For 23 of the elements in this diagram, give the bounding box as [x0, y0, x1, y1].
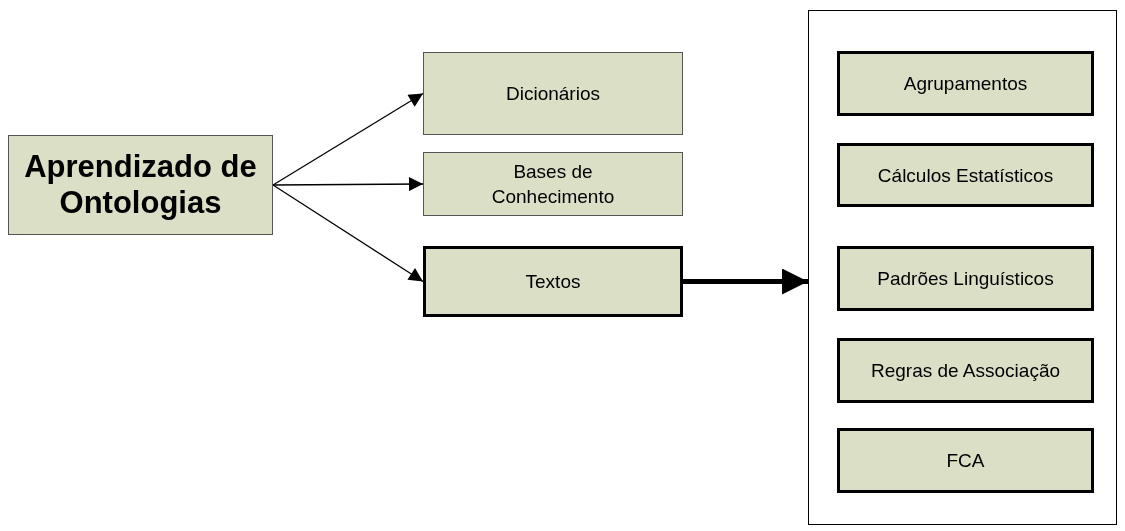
process-box — [423, 52, 683, 135]
box-label: Cálculos Estatísticos — [876, 163, 1055, 188]
box-label: Padrões Linguísticos — [876, 267, 1055, 291]
process-box — [423, 152, 683, 216]
process-box — [837, 428, 1094, 493]
process-box — [837, 338, 1094, 403]
box-label: Regras de Associação — [869, 359, 1062, 383]
arrow — [272, 177, 424, 192]
box-label: Dicionários — [505, 82, 601, 106]
process-box — [837, 143, 1094, 207]
group-frame — [808, 10, 1117, 525]
box-label: FCA — [945, 449, 986, 473]
arrow — [272, 92, 424, 186]
box-label: Textos — [524, 270, 582, 294]
process-box — [837, 51, 1094, 116]
arrow — [683, 268, 808, 295]
arrow — [272, 184, 424, 283]
box-label: Aprendizado de Ontologias — [23, 149, 258, 221]
process-box — [8, 135, 273, 235]
process-box — [423, 246, 683, 317]
box-label: Agrupamentos — [902, 72, 1029, 96]
box-label: Bases de Conhecimento — [490, 160, 616, 209]
process-box — [837, 246, 1094, 311]
